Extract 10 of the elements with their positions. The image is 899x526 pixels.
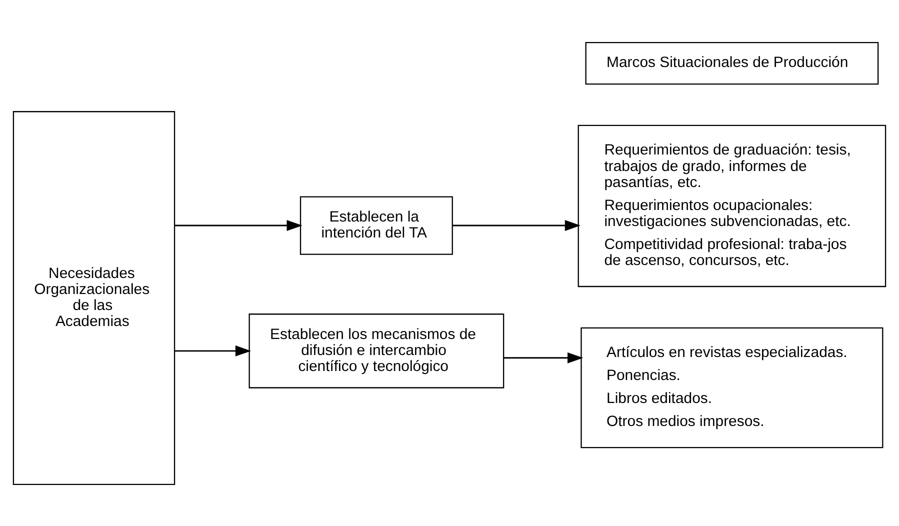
node-box: Establecen los mecanismos de difusión e intercambio científico y tecnológico	[248, 313, 504, 388]
node-box: Artículos en revistas especializadas. Ponencias. Libros editados. Otros medios impresos.	[580, 326, 884, 448]
node-box: Necesidades Organizacionales de las Academias	[12, 110, 176, 484]
arrow	[174, 344, 252, 356]
arrow	[174, 220, 302, 231]
node-box: Requerimientos de graduación: tesis, trabajos de grado, informes de pasantías, etc. Requerimientos ocupacionales: investigaciones subvencionadas, etc. Competitividad profesional: traba-jos de ascenso, concursos, etc.	[578, 124, 886, 287]
node-box: Marcos Situacionales de Producción	[585, 42, 879, 84]
arrow	[452, 220, 581, 231]
arrow	[504, 352, 584, 363]
node-box: Establecen la intención del TA	[300, 196, 453, 254]
